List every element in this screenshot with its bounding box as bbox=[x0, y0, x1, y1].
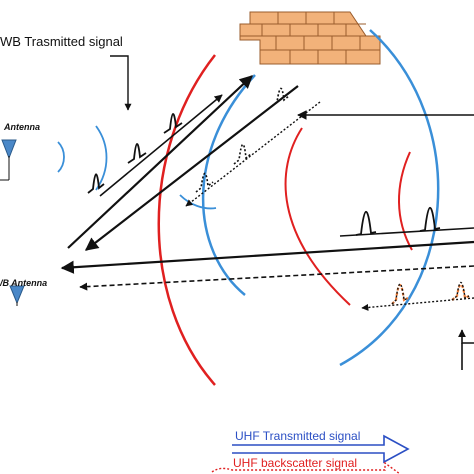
rx-antenna-label: /B Antenna bbox=[0, 278, 47, 288]
uhf-transmitted-legend-arrow bbox=[232, 434, 410, 464]
uhf-wavefront-blue-2 bbox=[339, 29, 440, 367]
legend: UHF Transmitted signal UHF backscatter s… bbox=[211, 429, 410, 474]
backscatter-dotted-arrow bbox=[361, 297, 474, 311]
uwb-reflected-arrow bbox=[84, 85, 299, 251]
tag-pulse-train bbox=[355, 206, 441, 236]
uhf-wavefront-red-2 bbox=[284, 127, 351, 306]
antenna-icon bbox=[0, 139, 17, 181]
uhf-wavefront-red-1 bbox=[157, 54, 216, 386]
uhf-backscatter-legend-label: UHF backscatter signal bbox=[233, 456, 357, 470]
uhf-wavefront-red-3 bbox=[398, 151, 413, 251]
tx-antenna-label: Antenna bbox=[3, 122, 40, 132]
uwb-tx-arrow-short bbox=[99, 94, 223, 197]
uwb-tx-arrow-long bbox=[67, 75, 253, 249]
uhf-backscatter-legend-arrow bbox=[211, 461, 401, 474]
emission-arc-3 bbox=[179, 194, 217, 210]
tag-pointer-arrow bbox=[458, 329, 474, 344]
uhf-transmitted-legend-label: UHF Transmitted signal bbox=[235, 429, 360, 443]
uwb-transmitted-label: WB Trasmitted signal bbox=[0, 34, 123, 49]
uwb-rx-arrow bbox=[60, 240, 474, 274]
uwb-pulse-train-return bbox=[195, 87, 290, 193]
tag-pulse-baseline bbox=[339, 227, 474, 237]
antenna-icon bbox=[9, 285, 25, 306]
backscatter-black-dots bbox=[391, 281, 470, 305]
uwb-pulse-train-tx bbox=[87, 113, 183, 194]
uwb-label-callout bbox=[110, 55, 132, 111]
uhf-wavefront-blue-1 bbox=[201, 74, 256, 296]
brick-wall-icon bbox=[239, 11, 381, 65]
emission-arc-1 bbox=[57, 141, 65, 173]
uwb-rx-dashed-arrow bbox=[79, 265, 474, 291]
